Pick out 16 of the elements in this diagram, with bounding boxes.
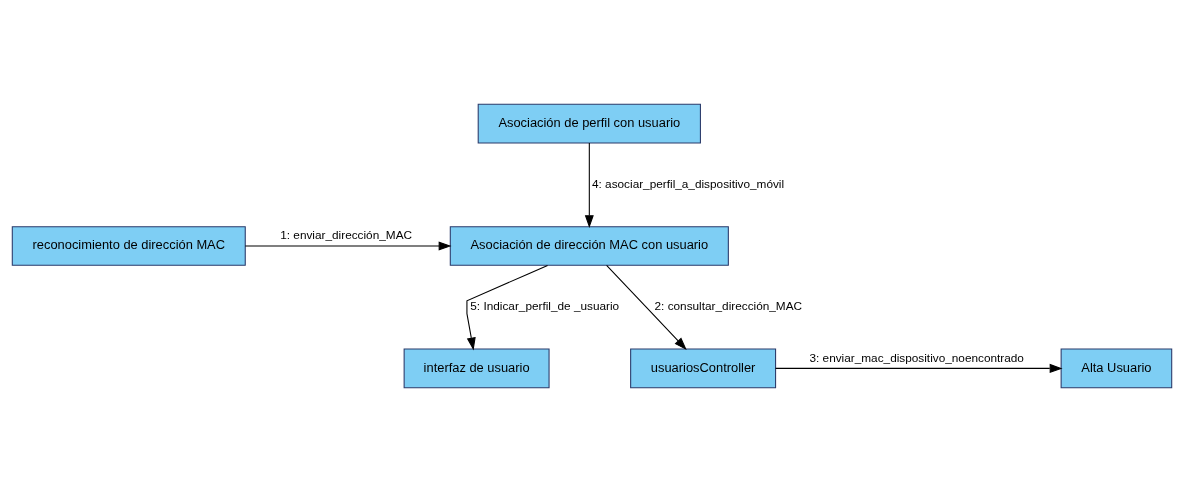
edge-label: 4: asociar_perfil_a_dispositivo_móvil xyxy=(591,176,785,191)
arrow xyxy=(775,363,1063,373)
edge-label: 5: Indicar_perfil_de _usuario xyxy=(470,298,620,313)
arrow xyxy=(584,141,594,228)
arrow xyxy=(606,264,687,350)
node-box: interfaz de usuario xyxy=(403,348,550,388)
node-box: usuariosController xyxy=(630,348,777,388)
edge-label: 2: consultar_dirección_MAC xyxy=(654,298,803,313)
node-box: Asociación de perfil con usuario xyxy=(477,103,701,143)
edge-label: 1: enviar_dirección_MAC xyxy=(280,227,413,242)
node-box: reconocimiento de dirección MAC xyxy=(11,225,246,266)
node-box: Asociación de dirección MAC con usuario xyxy=(449,225,729,266)
node-box: Alta Usuario xyxy=(1060,348,1173,388)
arrow xyxy=(466,264,549,350)
edge-label: 3: enviar_mac_dispositivo_noencontrado xyxy=(809,350,1024,365)
arrow xyxy=(244,241,452,250)
